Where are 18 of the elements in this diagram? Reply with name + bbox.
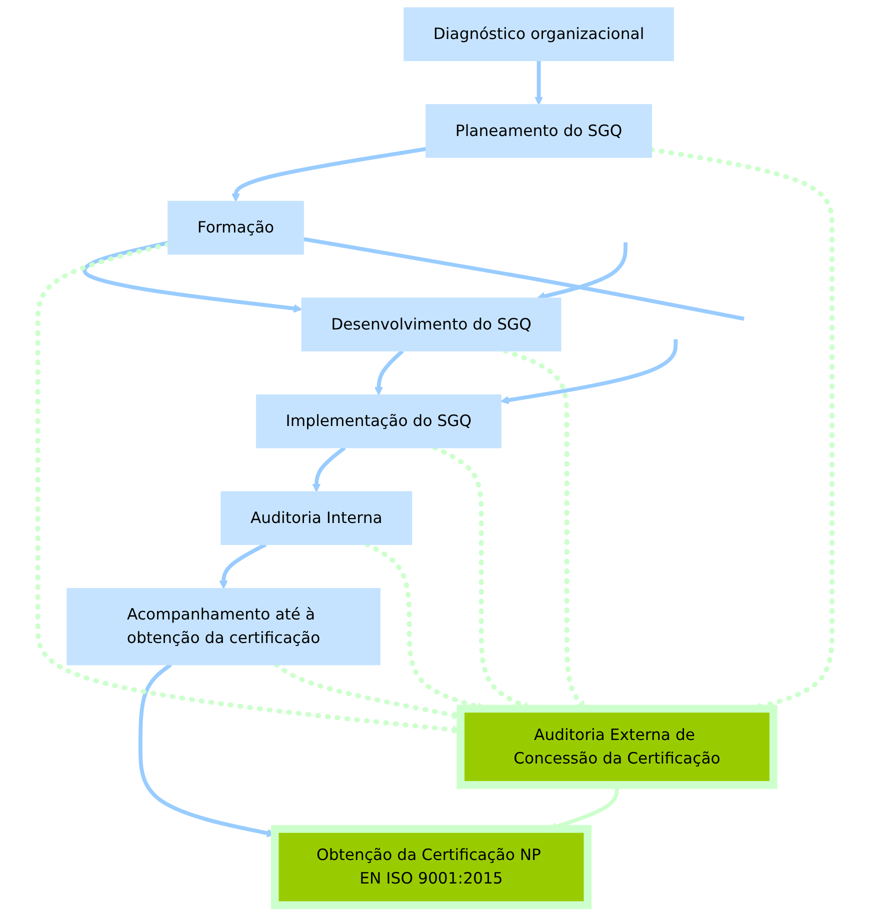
arrow (231, 147, 426, 202)
arrow (374, 350, 404, 396)
node-box: Acompanhamento até à obtenção da certificação (66, 588, 380, 666)
arrow (536, 242, 628, 300)
connector (302, 237, 744, 321)
node-box: Implementação do SGQ (256, 394, 501, 448)
node-box: Planeamento do SGQ (425, 104, 652, 158)
node-box: Diagnóstico organizacional (403, 7, 674, 62)
arrow (500, 339, 678, 404)
arrow (312, 446, 346, 492)
node-box: Auditoria Externa de Concessão da Certificação (456, 704, 777, 789)
arrow (82, 240, 302, 313)
node-box: Auditoria Interna (220, 491, 412, 545)
arrow (218, 542, 266, 589)
node-box: Obtenção da Certificação NP EN ISO 9001:2015 (270, 825, 592, 910)
node-box: Formação (167, 200, 304, 255)
node-box: Desenvolvimento do SGQ (300, 298, 561, 352)
arrow (534, 60, 543, 105)
